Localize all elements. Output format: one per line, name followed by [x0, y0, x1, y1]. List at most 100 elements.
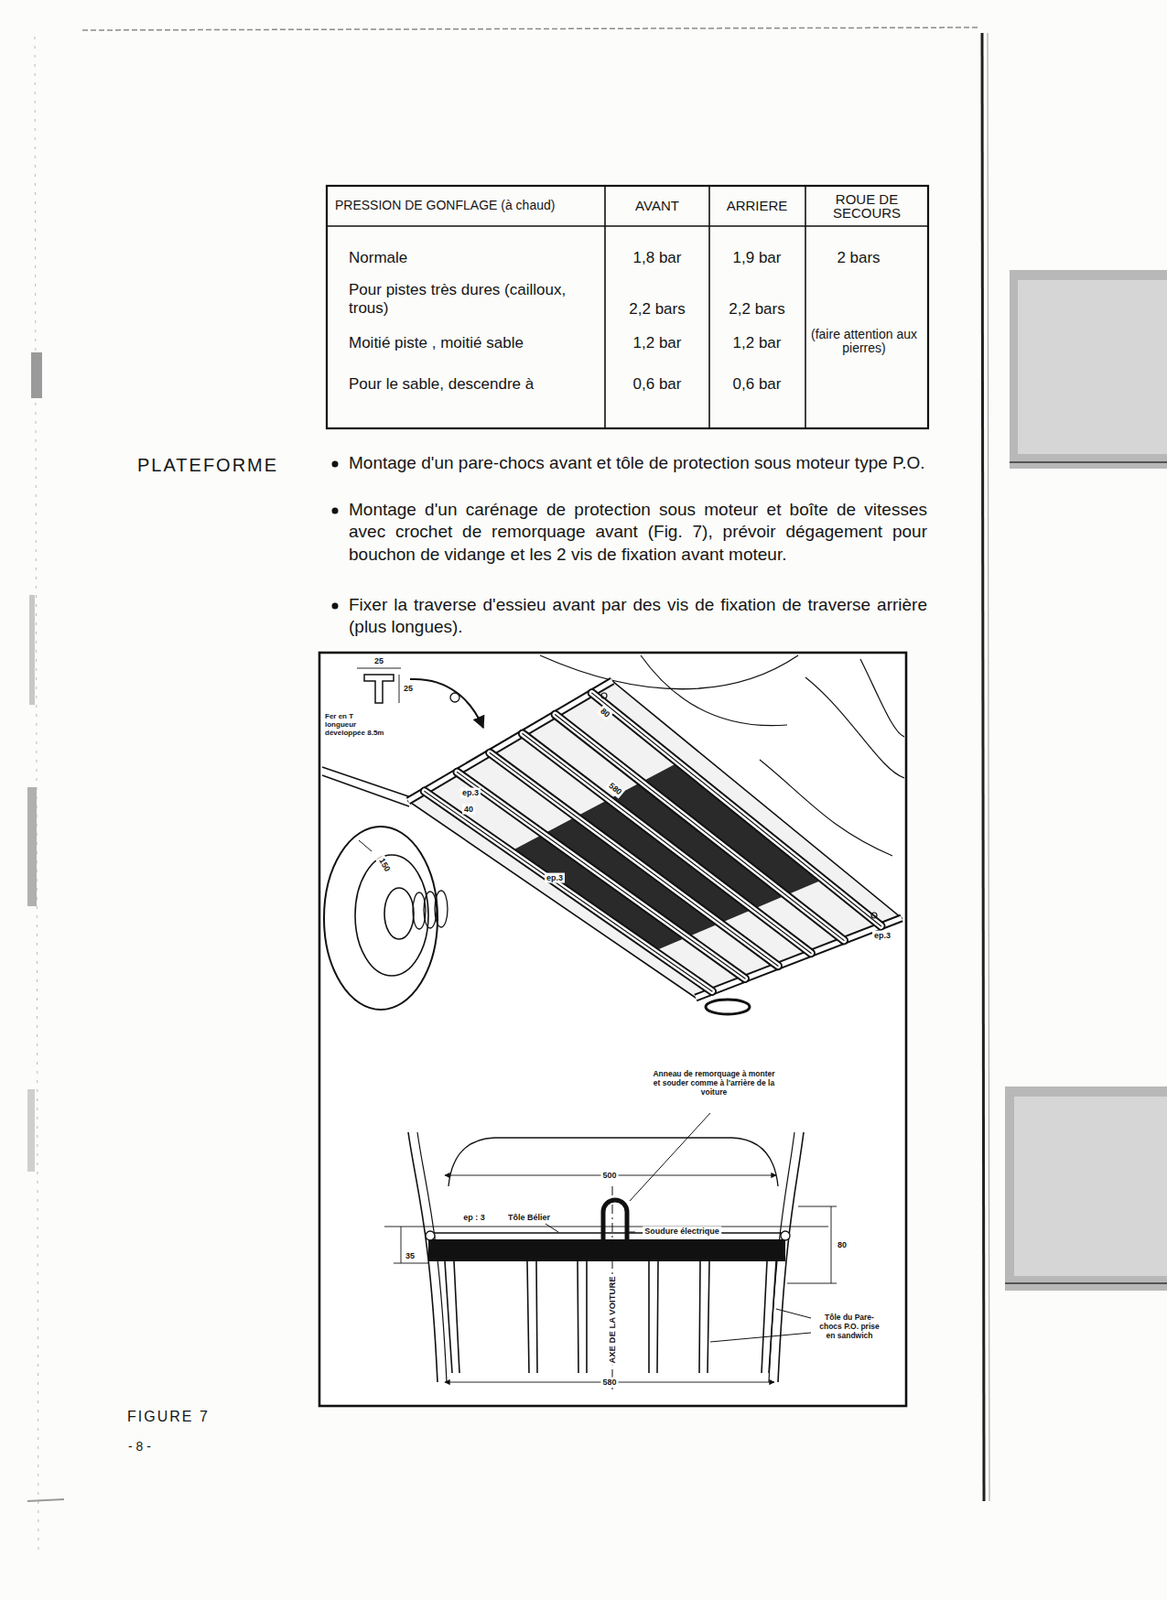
- underbody-perspective-part-part: [592, 692, 882, 927]
- underbody-perspective-part-part: [592, 692, 882, 927]
- front-view-part: [393, 1263, 429, 1265]
- table-grid-part: [326, 225, 929, 227]
- scan-edges: [27, 27, 990, 1556]
- underbody-perspective-part: [408, 680, 902, 998]
- front-view-part: [577, 1261, 587, 1373]
- scan-tabs-part: [1017, 280, 1167, 454]
- thickness: ep : 3: [461, 1212, 487, 1223]
- table-cell: 2 bars: [836, 248, 880, 268]
- part-note: Fer en T longueur développée 8.5m: [323, 713, 388, 737]
- front-view-part: [648, 1261, 659, 1373]
- leader-lines-part: [710, 1332, 811, 1342]
- t-iron-detail-part: [399, 674, 400, 703]
- scan-tabs-part: [1004, 1086, 1167, 1291]
- front-view-part: [699, 1261, 710, 1373]
- underbody-perspective-part: [384, 887, 414, 940]
- table-cell: 0,6 bar: [733, 375, 782, 394]
- front-view-part: [400, 1226, 402, 1264]
- underbody-perspective-part: [434, 890, 448, 928]
- leader-lines-part: [629, 1112, 711, 1201]
- leader-lines: [545, 1112, 811, 1342]
- table-cell: 0,6 bar: [633, 375, 682, 394]
- scan-edges-part: [82, 27, 980, 31]
- front-view-part: [425, 1231, 435, 1241]
- underbody-perspective-part-part: [555, 714, 844, 941]
- scan-tabs-part: [1004, 1282, 1167, 1285]
- underbody-perspective: [322, 655, 905, 1015]
- table-header: PRESSION DE GONFLAGE (à chaud): [334, 197, 555, 214]
- part-note: Anneau de remorquage à monter et souder …: [648, 1069, 780, 1097]
- scan-tabs-part: [1009, 270, 1167, 469]
- underbody-perspective-part: [871, 912, 877, 919]
- part-name: Soudure électrique: [642, 1226, 722, 1237]
- table-cell: 2,2 bars: [728, 300, 785, 319]
- dimension: 40: [462, 804, 476, 815]
- underbody-perspective-part: [860, 659, 905, 737]
- leader-lines-part: [776, 1308, 811, 1319]
- underbody-perspective-part: [355, 854, 429, 976]
- table-note: (faire attention aux pierres): [807, 327, 922, 355]
- table-grid: [326, 185, 929, 429]
- bullet-dots-part: [332, 507, 339, 515]
- dimension: 580: [600, 1377, 618, 1388]
- table-cell: 2,2 bars: [628, 300, 685, 319]
- dimension: 25: [401, 683, 415, 694]
- underbody-perspective-part: [322, 767, 414, 799]
- table-header: ROUE DE SECOURS: [815, 192, 919, 220]
- dimension: 80: [835, 1240, 849, 1251]
- scan-edges-part: [31, 352, 43, 399]
- underbody-perspective-part: [324, 826, 438, 1010]
- part-name: Tôle Bélier: [506, 1212, 552, 1223]
- underbody-perspective-part-part: [555, 714, 844, 941]
- table-grid-part: [326, 185, 929, 429]
- front-view-part: [761, 1261, 777, 1373]
- t-iron-detail-part: [356, 668, 401, 670]
- underbody-perspective-part-part: [522, 734, 811, 954]
- table-grid-part: [804, 185, 807, 429]
- section-heading: PLATEFORME: [137, 453, 279, 476]
- dimension: 500: [600, 1170, 618, 1181]
- thickness: ep.3: [544, 873, 565, 884]
- table-cell: 1,8 bar: [633, 248, 682, 268]
- underbody-perspective-part: [358, 840, 372, 852]
- table-cell: Moitié piste , moitié sable: [348, 334, 524, 353]
- underbody-perspective-part: [540, 655, 799, 690]
- bullet-dots: [332, 461, 339, 610]
- underbody-perspective-part-part: [592, 692, 882, 927]
- table-cell: 1,9 bar: [733, 248, 782, 268]
- axis-label: AXE DE LA VOITURE: [606, 1274, 617, 1365]
- front-view-part: [448, 1137, 778, 1187]
- table-header: ARRIERE: [726, 197, 789, 215]
- underbody-perspective-part: [705, 999, 750, 1015]
- underbody-perspective-part-part: [555, 714, 844, 941]
- front-view-part: [780, 1231, 790, 1241]
- bullet-text: Montage d'un pare-chocs avant et tôle de…: [348, 452, 928, 475]
- leader-lines-part: [627, 1231, 636, 1233]
- table-cell: 1,2 bar: [733, 334, 782, 353]
- front-view-part: [787, 1283, 837, 1285]
- scan-tabs-part: [1014, 1096, 1167, 1276]
- front-view-part: [428, 1239, 786, 1262]
- page-number: - 8 -: [128, 1438, 152, 1455]
- front-view-part: [444, 1261, 460, 1373]
- table-grid-part: [604, 185, 606, 429]
- figure-caption: FIGURE 7: [127, 1407, 210, 1426]
- front-view-part: [603, 1199, 627, 1240]
- thickness: ep.3: [872, 930, 893, 941]
- front-view-part: [384, 1226, 829, 1228]
- front-view-part: [798, 1206, 837, 1208]
- table-cell: Normale: [348, 248, 408, 268]
- underbody-perspective-part-part: [424, 791, 713, 993]
- bullet-text: Montage d'un carénage de protection sous…: [348, 498, 928, 566]
- underbody-perspective-part: [640, 655, 788, 726]
- bullet-dots-part: [332, 603, 339, 610]
- figure-frame: [319, 652, 907, 1406]
- scan-edges-part: [29, 594, 35, 705]
- table-header: AVANT: [635, 197, 680, 215]
- front-view: [384, 1132, 837, 1390]
- underbody-perspective-part-part: [424, 791, 713, 993]
- leader-lines-part: [545, 1223, 559, 1232]
- underbody-perspective-part: [601, 692, 607, 699]
- underbody-perspective-part-part: [424, 791, 713, 993]
- underbody-perspective-part-part: [522, 734, 811, 954]
